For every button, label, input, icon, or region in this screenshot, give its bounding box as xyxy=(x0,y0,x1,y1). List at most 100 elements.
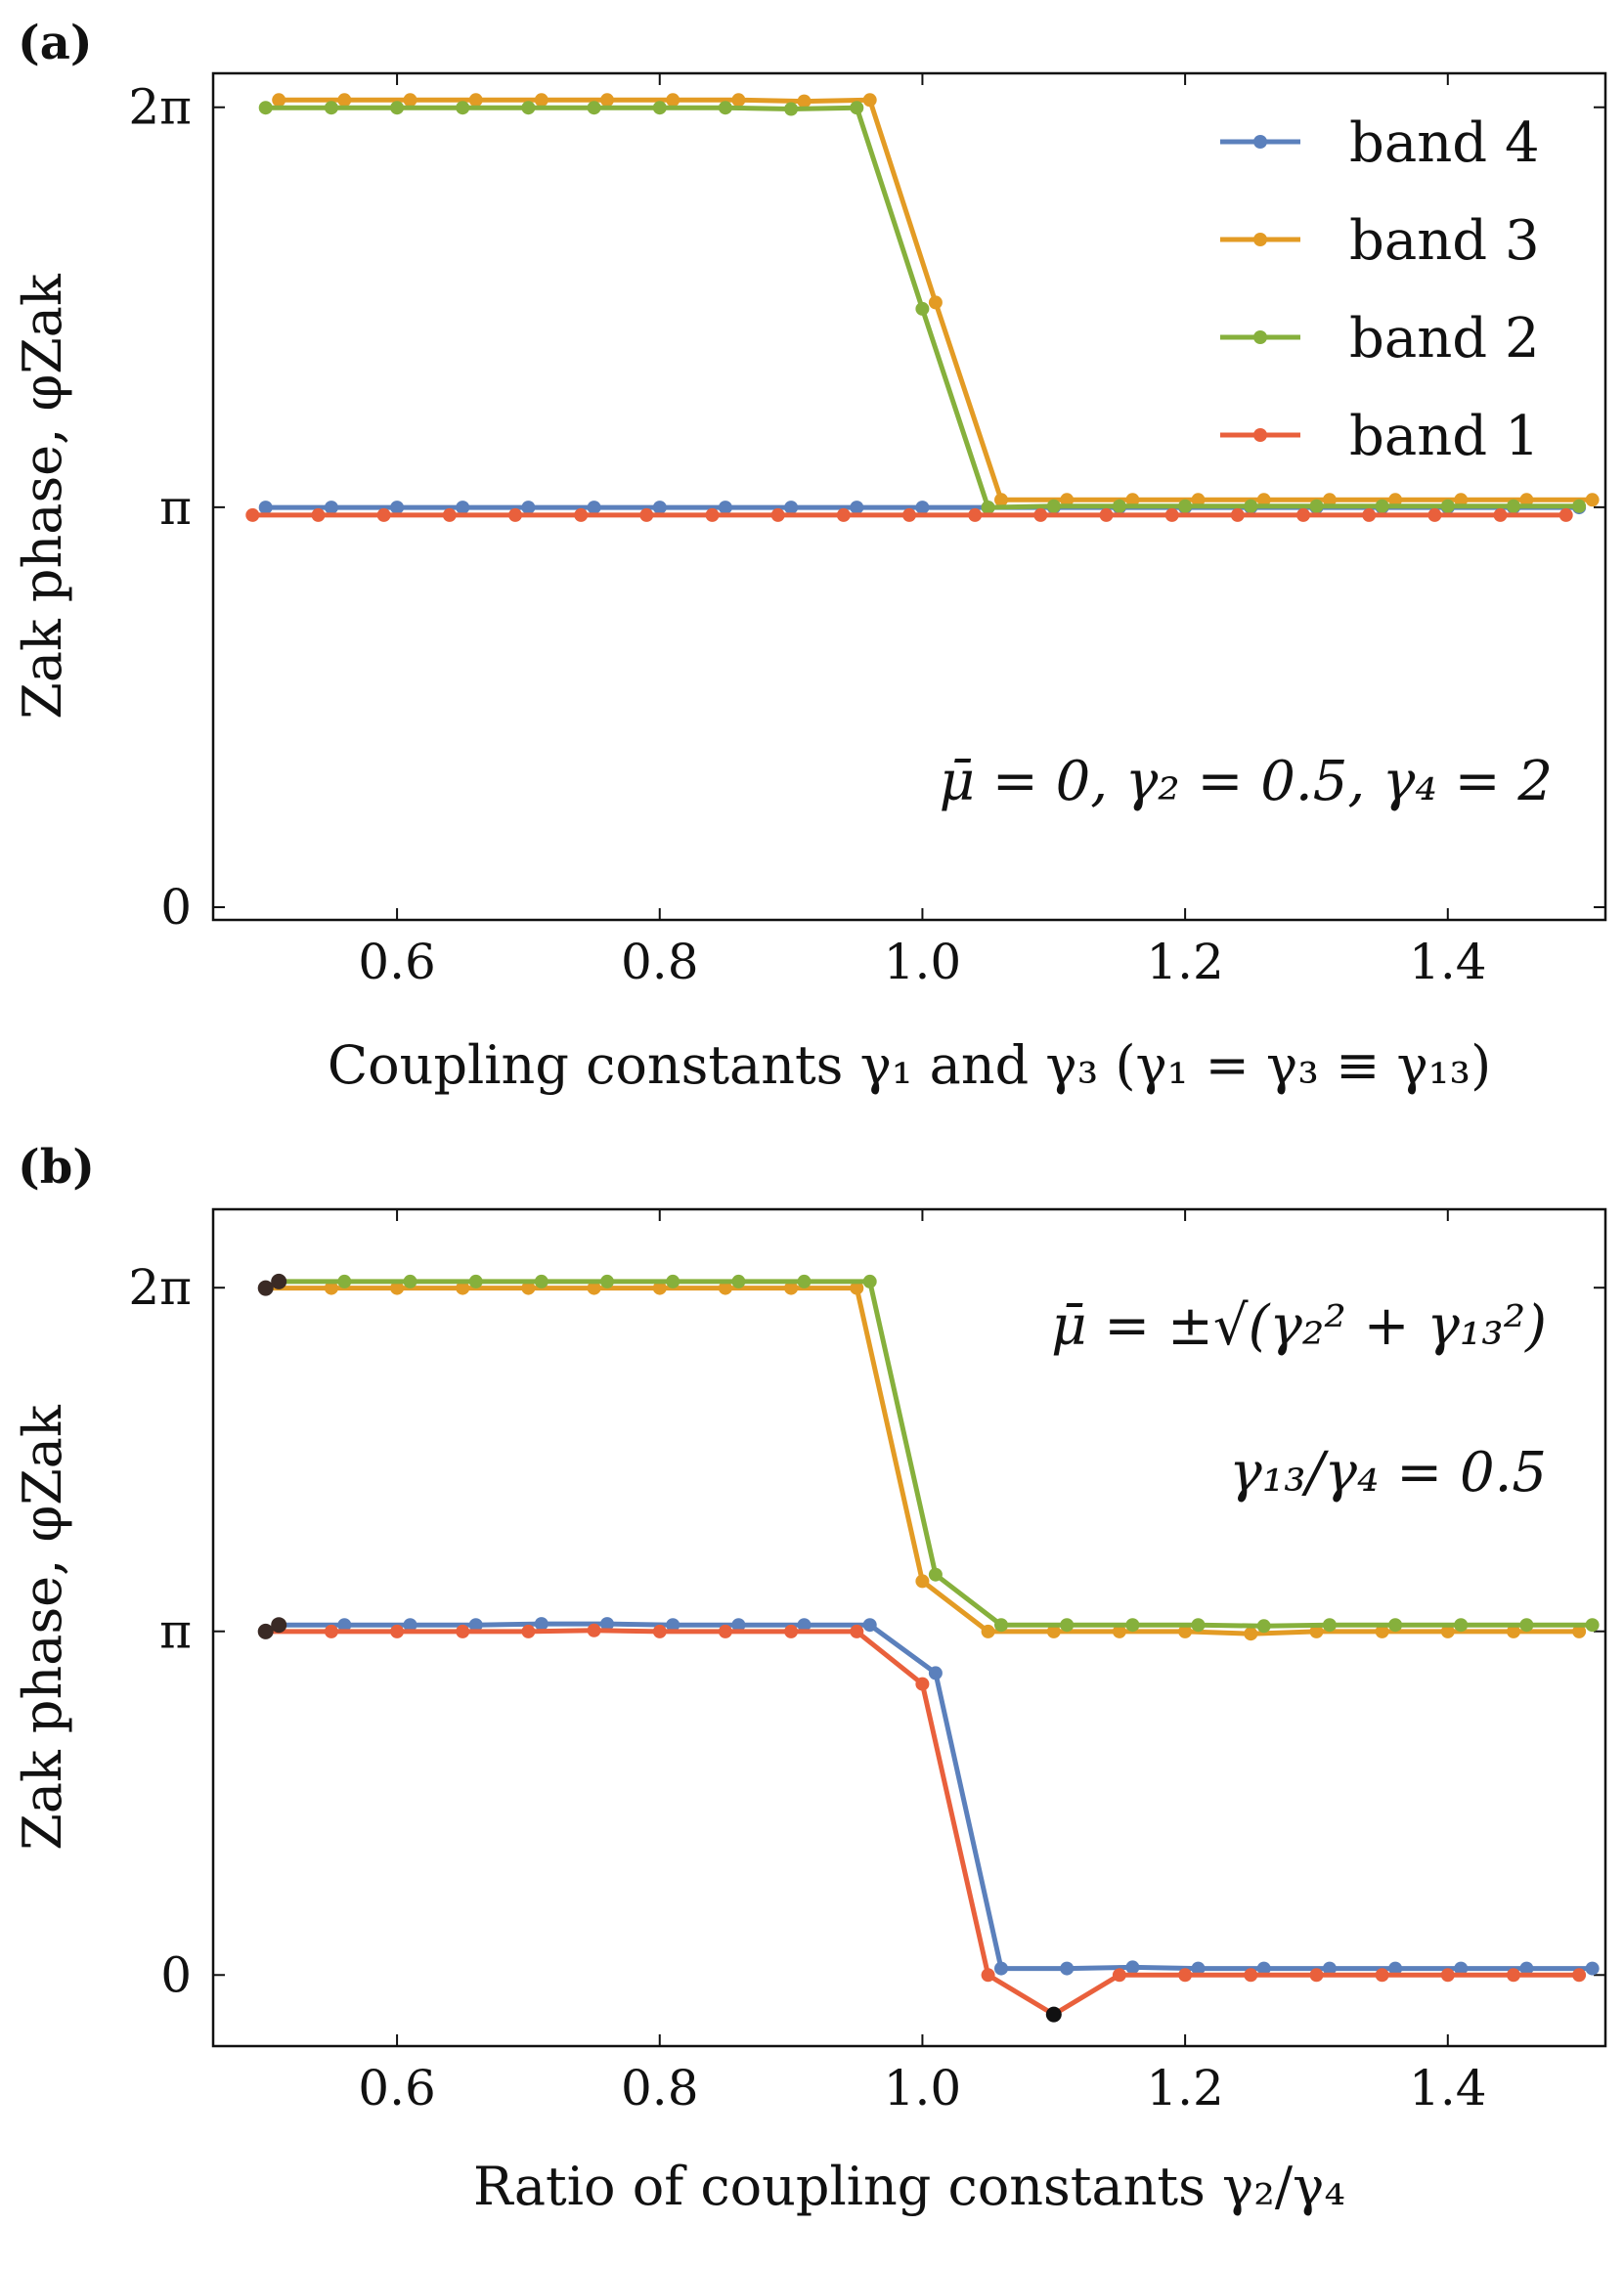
panel-b-point-band-3 xyxy=(981,1624,995,1638)
panel-b-point-band-4 xyxy=(1519,1961,1534,1976)
legend-marker xyxy=(1253,135,1267,149)
panel-b-point-band-1 xyxy=(390,1624,405,1638)
panel-a-point-band-2 xyxy=(1507,499,1520,513)
panel-b-point-band-4 xyxy=(337,1618,352,1633)
panel-a-point-band-3 xyxy=(797,94,812,109)
panel-a-point-band-2 xyxy=(915,301,930,316)
panel-a-point-band-4 xyxy=(652,501,667,515)
panel-a-point-band-2 xyxy=(390,101,405,115)
panel-a-point-band-4 xyxy=(915,501,930,515)
panel-a-point-band-2 xyxy=(587,101,601,115)
panel-a-y-tick-label: π xyxy=(159,479,192,536)
panel-b-point-band-3 xyxy=(521,1281,536,1295)
panel-b-point-band-3 xyxy=(1112,1624,1126,1638)
panel-b-point-band-2 xyxy=(994,1618,1008,1633)
panel-a-point-band-1 xyxy=(311,507,326,522)
panel-a-point-band-3 xyxy=(1519,493,1534,507)
panel-b-point-band-2 xyxy=(928,1567,943,1582)
panel-a-point-band-3 xyxy=(1060,493,1075,507)
panel-a-x-tick-label: 1.0 xyxy=(884,934,962,990)
panel-b-point-band-3 xyxy=(652,1281,667,1295)
panel-b-point-band-1 xyxy=(324,1624,338,1638)
panel-b-point-band-4 xyxy=(797,1618,812,1633)
panel-a-point-band-1 xyxy=(1427,507,1442,522)
panel-b-point-band-2 xyxy=(797,1274,812,1288)
panel-b-point-band-2 xyxy=(337,1274,352,1288)
panel-b-point-band-1 xyxy=(1375,1968,1389,1983)
panel-a-point-band-4 xyxy=(390,501,405,515)
panel-b-point-band-1 xyxy=(1244,1968,1258,1983)
panel-b-point-band-1 xyxy=(850,1624,864,1638)
legend-marker xyxy=(1253,233,1267,246)
panel-a-point-band-2 xyxy=(718,101,732,115)
panel-b-point-band-4 xyxy=(600,1617,614,1632)
panel-b-point-band-2 xyxy=(600,1274,614,1288)
panel-b-highlight-point xyxy=(1045,2006,1062,2023)
panel-a-point-band-1 xyxy=(376,507,391,522)
panel-b-point-band-1 xyxy=(652,1624,667,1638)
panel-a-point-band-1 xyxy=(1558,507,1573,522)
panel-a-point-band-3 xyxy=(534,93,549,108)
panel-b-annotation-mu: μ̄ = ±√(γ₂² + γ₁₃²) xyxy=(1051,1294,1547,1358)
panel-a-point-band-2 xyxy=(521,101,536,115)
panel-b-point-band-2 xyxy=(1585,1618,1600,1633)
panel-b-point-band-4 xyxy=(1191,1961,1206,1976)
panel-a-point-band-2 xyxy=(1375,499,1389,513)
panel-a-point-band-3 xyxy=(1388,493,1403,507)
panel-a-point-band-3 xyxy=(1125,493,1140,507)
panel-b-highlight-point xyxy=(257,1280,274,1296)
panel-b-point-band-3 xyxy=(1178,1624,1193,1638)
panel-a-point-band-3 xyxy=(600,93,614,108)
panel-b-point-band-3 xyxy=(915,1574,930,1589)
panel-b-y-tick-label: π xyxy=(159,1603,192,1660)
panel-b-frame xyxy=(211,1207,1607,2048)
panel-b-point-band-4 xyxy=(731,1618,746,1633)
panel-a-point-band-4 xyxy=(521,501,536,515)
panel-a-point-band-2 xyxy=(456,101,470,115)
panel-a-point-band-1 xyxy=(245,507,260,522)
panel-b-point-band-3 xyxy=(587,1281,601,1295)
panel-a-point-band-2 xyxy=(1572,499,1587,513)
panel-b-point-band-3 xyxy=(1572,1624,1587,1638)
panel-a-point-band-1 xyxy=(508,507,522,522)
panel-b-point-band-4 xyxy=(1585,1961,1600,1976)
panel-b-point-band-2 xyxy=(1191,1618,1206,1633)
panel-b-highlight-point xyxy=(271,1617,287,1634)
panel-b-point-band-2 xyxy=(534,1274,549,1288)
panel-a-point-band-2 xyxy=(784,102,799,116)
panel-b-point-band-2 xyxy=(666,1274,680,1288)
panel-a-point-band-1 xyxy=(968,507,983,522)
panel-b-point-band-3 xyxy=(1244,1627,1258,1641)
panel-b-point-band-1 xyxy=(784,1624,799,1638)
panel-a-frame xyxy=(211,71,1607,922)
panel-b-point-band-1 xyxy=(981,1968,995,1983)
panel-b-point-band-1 xyxy=(521,1624,536,1638)
panel-b-point-band-4 xyxy=(534,1617,549,1632)
panel-b-x-tick-label: 0.8 xyxy=(621,2060,699,2116)
panel-b-point-band-4 xyxy=(994,1961,1008,1976)
panel-b-point-band-1 xyxy=(1440,1968,1455,1983)
panel-a-point-band-3 xyxy=(1191,493,1206,507)
panel-b-point-band-3 xyxy=(1440,1624,1455,1638)
panel-a-x-tick-label: 0.6 xyxy=(358,934,436,990)
panel-a-point-band-1 xyxy=(574,507,589,522)
panel-b-x-tick-label: 1.4 xyxy=(1409,2060,1487,2116)
panel-a-point-band-2 xyxy=(1244,499,1258,513)
panel-b-point-band-3 xyxy=(1046,1624,1061,1638)
panel-a-point-band-4 xyxy=(784,501,799,515)
panel-a-x-axis-label: Coupling constants γ₁ and γ₃ (γ₁ = γ₃ ≡ … xyxy=(328,1034,1491,1096)
panel-a-point-band-1 xyxy=(836,507,851,522)
panel-b-highlight-point xyxy=(271,1273,287,1289)
panel-b-point-band-3 xyxy=(1375,1624,1389,1638)
panel-a-y-tick-label: 2π xyxy=(128,79,192,136)
panel-b-point-band-4 xyxy=(666,1618,680,1633)
panel-b-point-band-2 xyxy=(862,1274,877,1288)
panel-a-x-tick-label: 0.8 xyxy=(621,934,699,990)
panel-a-point-band-1 xyxy=(902,507,916,522)
panel-a-point-band-3 xyxy=(1585,493,1600,507)
panel-b-point-band-1 xyxy=(456,1624,470,1638)
